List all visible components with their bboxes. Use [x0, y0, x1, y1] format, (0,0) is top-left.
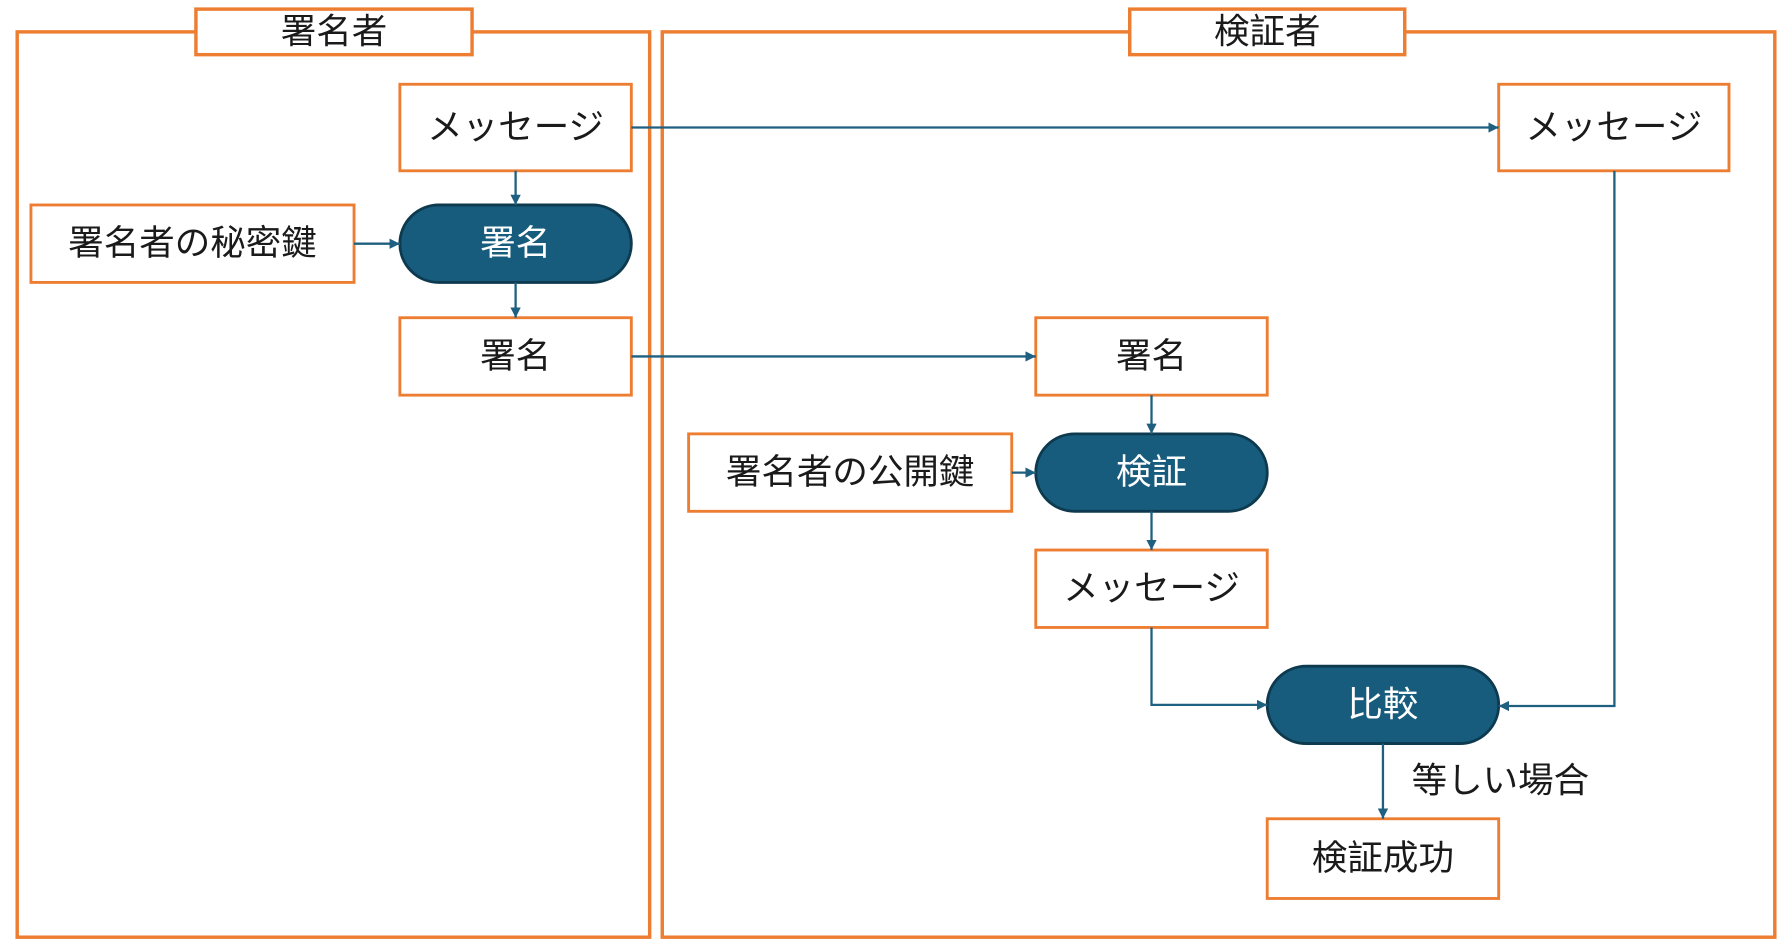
public-key-box: 署名者の公開鍵: [687, 432, 1014, 513]
arrows: [354, 122, 1616, 819]
verifier-message-frame: [1497, 82, 1731, 173]
public-key-frame: [687, 432, 1014, 513]
signer-title: 署名者: [281, 11, 388, 52]
verifier-title-frame: [1128, 7, 1407, 57]
sign-process-node: 署名: [398, 203, 633, 284]
signer-panel: 署名者 メッセージ 署名者の秘密鍵 署名 署名: [15, 7, 652, 939]
verifier-title: 検証者: [1214, 11, 1321, 52]
signer-message-label: メッセージ: [427, 107, 604, 148]
recovered-message-label: メッセージ: [1063, 568, 1240, 609]
recovered-message-box: メッセージ: [1034, 548, 1269, 629]
verify-process-label: 検証: [1116, 452, 1187, 493]
verifier-signature-box: 署名: [1034, 316, 1269, 397]
verifier-message-box: メッセージ: [1497, 82, 1731, 173]
sign-process-label: 署名: [480, 223, 551, 264]
signer-signature-frame: [398, 316, 633, 397]
arrow-received-message-to-compare: [1498, 170, 1616, 712]
private-key-box: 署名者の秘密鍵: [29, 203, 356, 284]
signer-message-frame: [398, 82, 633, 173]
verifier-signature-label: 署名: [1116, 336, 1187, 377]
verification-success-frame: [1265, 817, 1501, 900]
private-key-label: 署名者の秘密鍵: [68, 223, 317, 264]
signer-title-box: 署名者: [194, 7, 474, 57]
compare-process-node: 比較: [1265, 664, 1501, 746]
equal-condition-label: 等しい場合: [1412, 761, 1590, 802]
signer-title-frame: [194, 7, 474, 57]
signer-signature-label: 署名: [480, 336, 551, 377]
signer-signature-box: 署名: [398, 316, 633, 397]
verifier-title-box: 検証者: [1128, 7, 1407, 57]
private-key-frame: [29, 203, 356, 284]
verification-success-box: 検証成功: [1265, 817, 1501, 900]
public-key-label: 署名者の公開鍵: [726, 452, 975, 493]
verification-success-label: 検証成功: [1312, 838, 1454, 879]
compare-process-label: 比較: [1347, 684, 1418, 725]
verifier-message-label: メッセージ: [1525, 107, 1702, 148]
verify-process-node: 検証: [1034, 432, 1269, 513]
arrow-recovered-message-to-compare: [1150, 627, 1268, 711]
verifier-panel: 検証者 メッセージ 署名 署名者の公開鍵 検証 メッセージ 比較 等しい場合: [660, 7, 1777, 939]
recovered-message-frame: [1034, 548, 1269, 629]
signer-message-box: メッセージ: [398, 82, 633, 173]
